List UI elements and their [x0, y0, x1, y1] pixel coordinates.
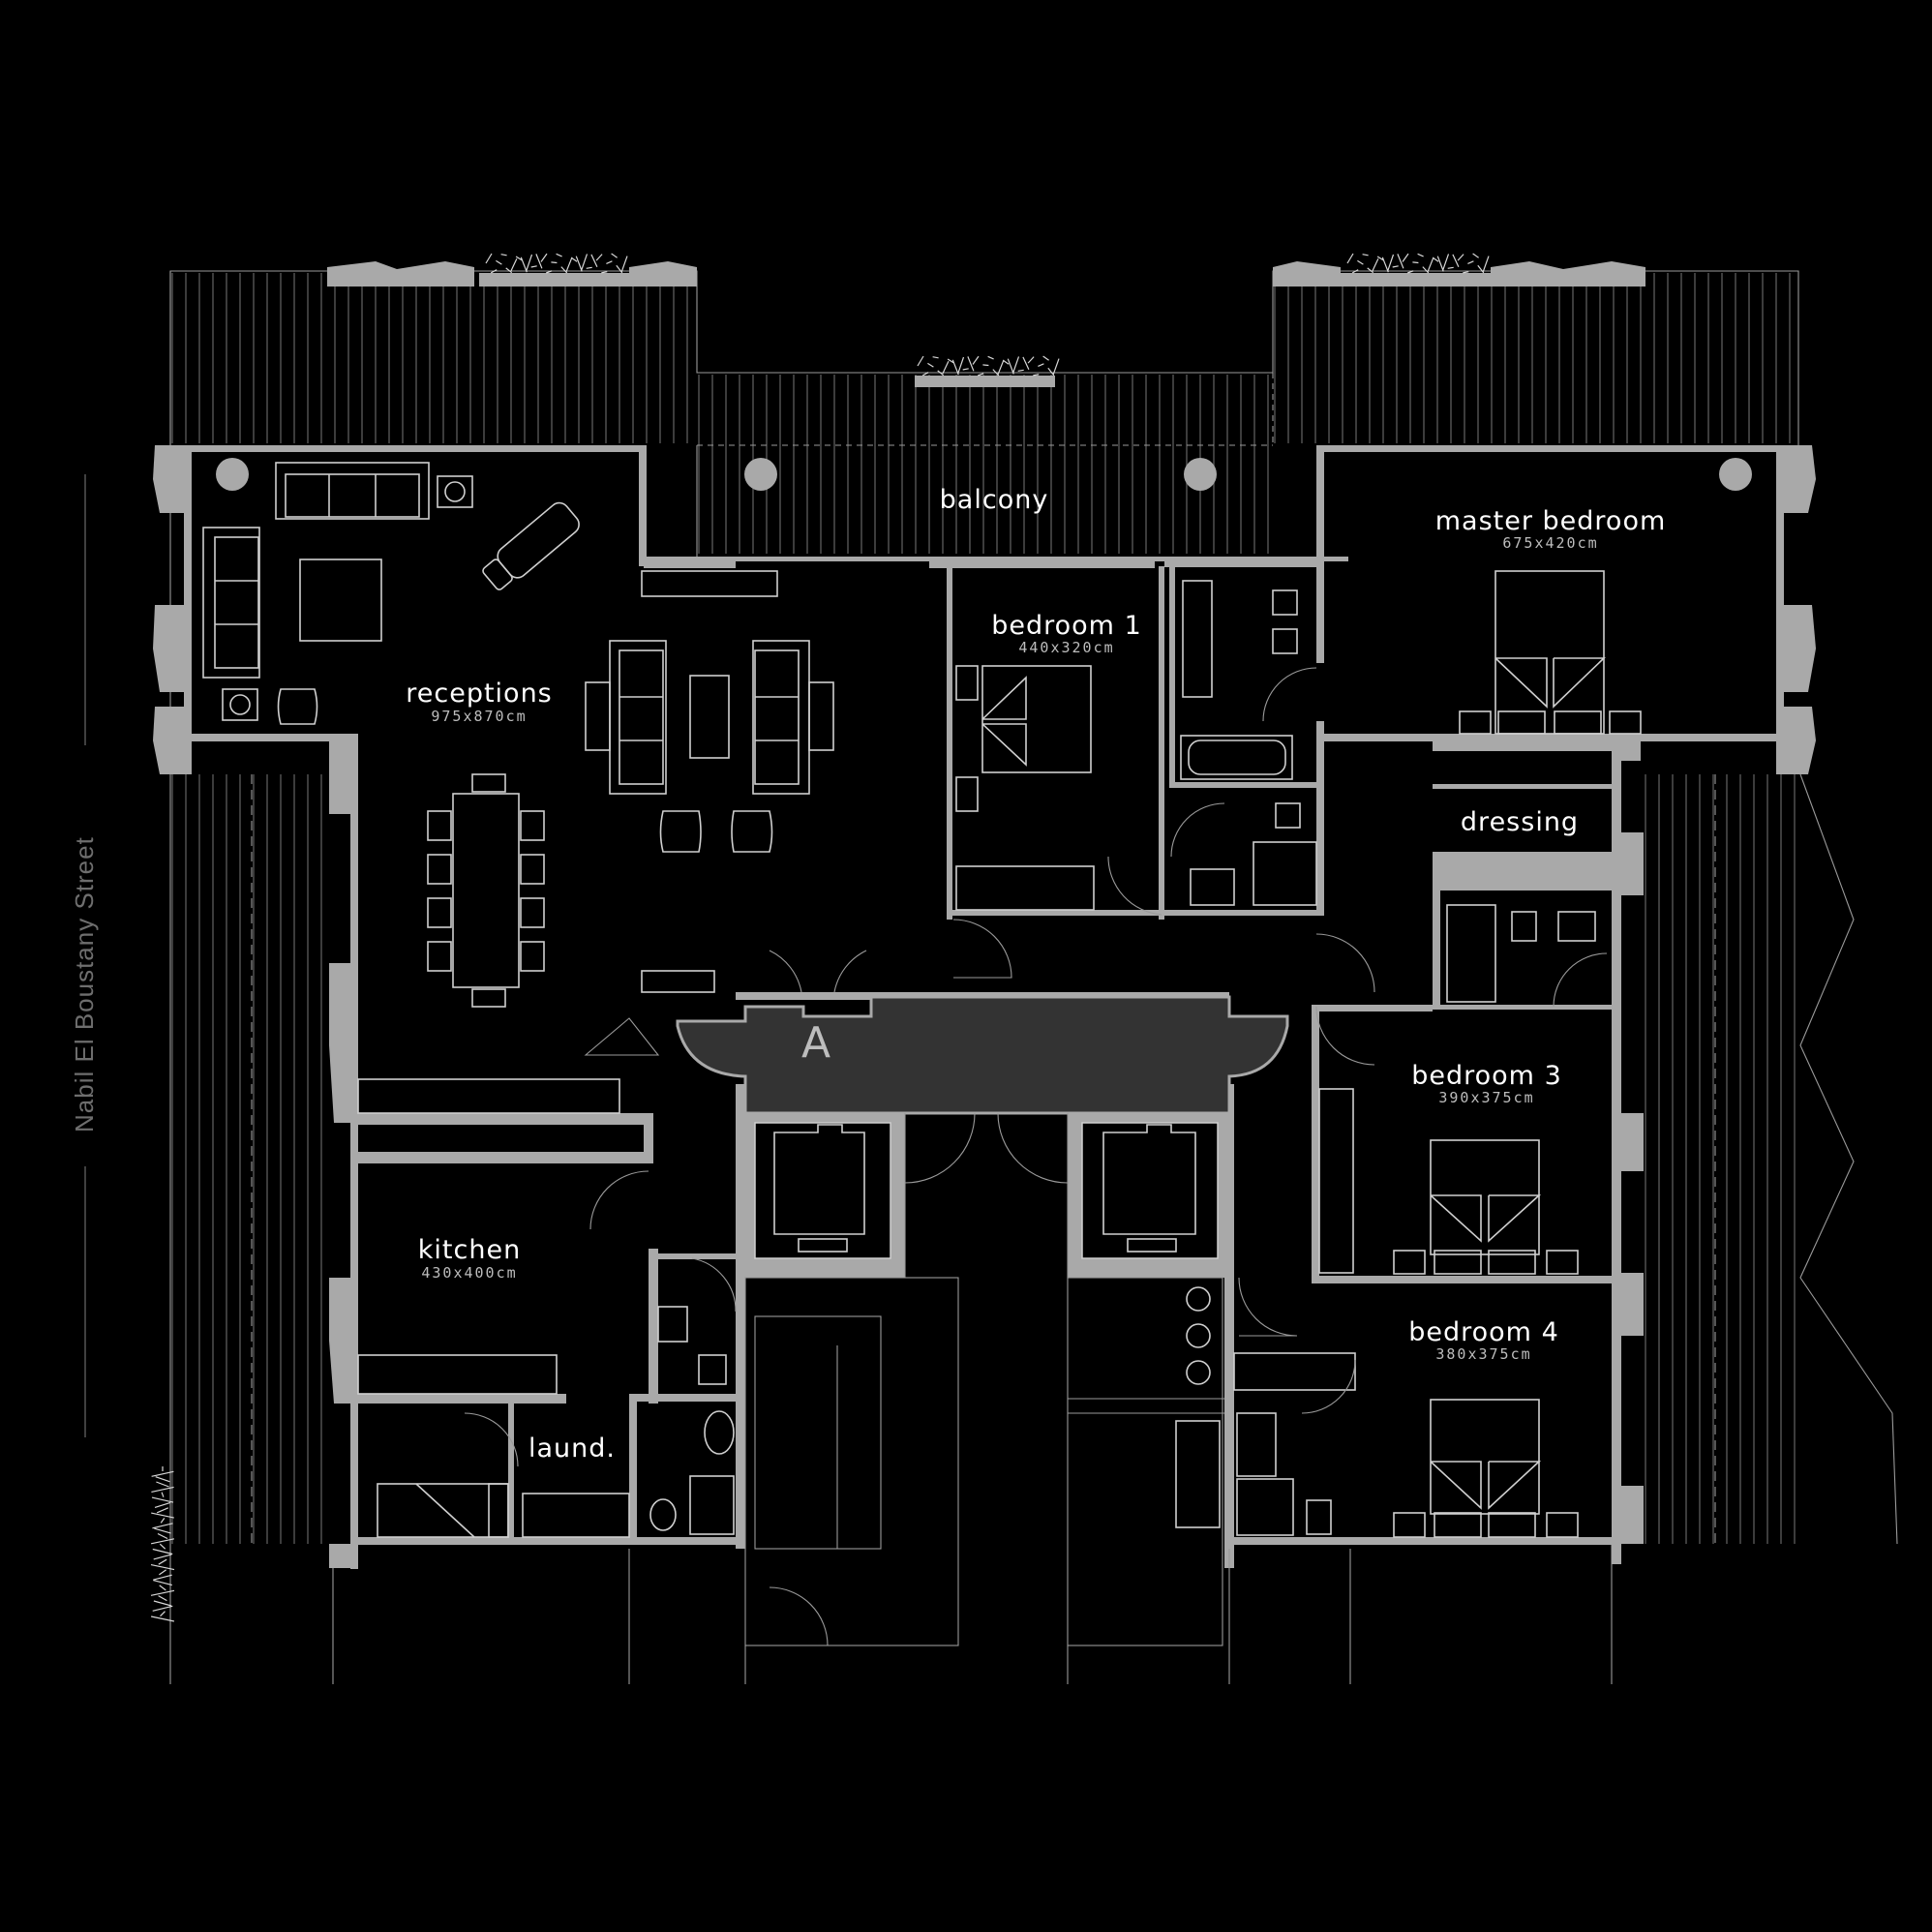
door-swings — [464, 667, 1608, 1646]
core-label: A — [801, 1018, 830, 1068]
walls — [153, 445, 1816, 1569]
room-master-bedroom-dims: 675x420cm — [1502, 534, 1598, 552]
planter-boxes — [479, 273, 1491, 387]
room-balcony-name: balcony — [940, 485, 1049, 515]
room-bedroom-3-name: bedroom 3 — [1411, 1061, 1562, 1091]
room-receptions-dims: 975x870cm — [431, 708, 527, 725]
staircase — [628, 1277, 1351, 1684]
room-kitchen-dims: 430x400cm — [421, 1264, 517, 1282]
deck-hatching — [171, 273, 1796, 1544]
plant-hatch — [150, 253, 1490, 1622]
room-bedroom-4-dims: 380x375cm — [1435, 1345, 1531, 1363]
room-bedroom-1-name: bedroom 1 — [991, 611, 1142, 641]
parapet-caps — [327, 261, 1645, 287]
room-bedroom-4-name: bedroom 4 — [1408, 1317, 1559, 1347]
room-receptions-name: receptions — [406, 679, 553, 709]
room-laundry-name: laund. — [528, 1434, 616, 1464]
furniture — [202, 458, 1752, 1538]
room-bedroom-1-dims: 440x320cm — [1018, 639, 1114, 656]
room-kitchen-name: kitchen — [418, 1235, 521, 1265]
room-labels: balcony master bedroom 675x420cm bedroom… — [406, 485, 1667, 1464]
street-label: Nabil El Boustany Street — [70, 836, 99, 1132]
room-bedroom-3-dims: 390x375cm — [1438, 1089, 1534, 1106]
street-label-group: Nabil El Boustany Street — [70, 474, 99, 1437]
core-a: A — [676, 995, 1289, 1278]
room-dressing-name: dressing — [1461, 807, 1579, 837]
room-master-bedroom-name: master bedroom — [1435, 506, 1667, 536]
